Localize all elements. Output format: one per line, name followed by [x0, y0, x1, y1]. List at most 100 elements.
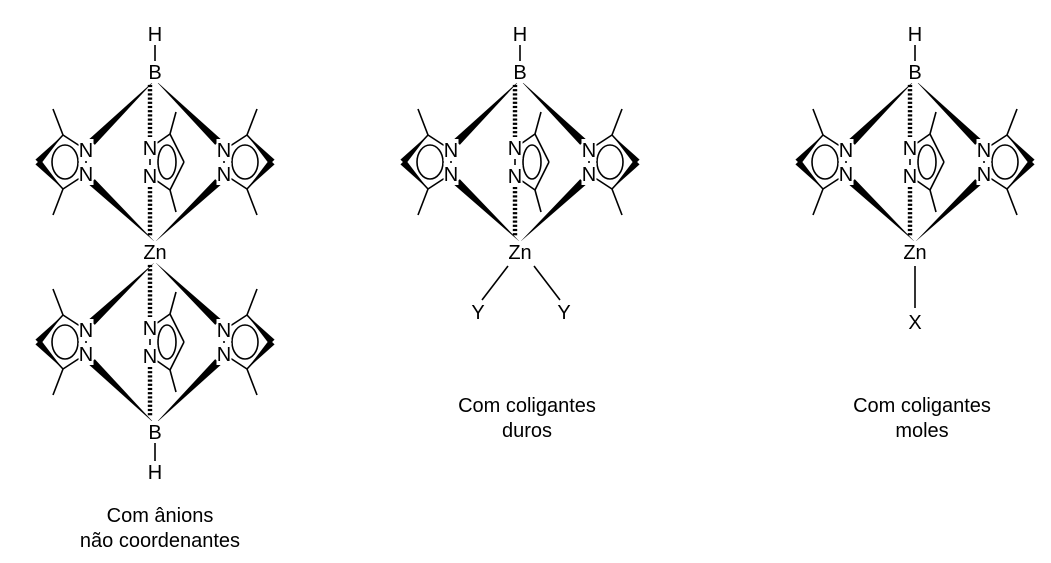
left-top-pyrazole-left-bold-edge [35, 135, 63, 165]
left-h-atom-bottom-mask [147, 461, 163, 483]
right-pyrazole-right-aromatic-circle [991, 144, 1019, 180]
middle-pyrazole-center-n-atom: N [508, 138, 522, 160]
left-h-atom-top-mask [147, 23, 163, 45]
left-b-atom-bottom: B [148, 422, 161, 444]
left-top-zn-n-wedge [155, 179, 221, 242]
left-bottom-hashed-bond [147, 366, 153, 416]
middle-pyrazole-right-methyl [611, 108, 623, 136]
right-pyrazole-right-n-atom-mask [976, 163, 992, 185]
left-top-pyrazole-center-n-atom-mask [142, 137, 158, 159]
middle-pyrazole-center-n-atom: N [508, 166, 522, 188]
right-pyrazole-right-n-atom: N [977, 140, 991, 162]
middle-pyrazole-left-methyl [417, 188, 429, 216]
middle-pyrazole-right-n-atom: N [582, 140, 596, 162]
left-bottom-pyrazole-right-methyl [246, 368, 258, 396]
middle-h-atom: H [513, 24, 527, 46]
left-bottom-pyrazole-left-n-atom: N [79, 320, 93, 342]
middle-y-atom-left: Y [471, 302, 484, 324]
left-bottom-pyrazole-center-n-atom-mask [142, 345, 158, 367]
middle-zn-atom-mask [507, 241, 533, 263]
left-top-hashed-bond [147, 186, 153, 236]
middle-pyrazole-left-aromatic-circle [416, 144, 444, 180]
middle-pyrazole-left-methyl [417, 108, 429, 136]
left-top-pyrazole-left-n-atom-mask [78, 139, 94, 161]
left-bottom-pyrazole-center-n-atom: N [143, 346, 157, 368]
right-pyrazole-left-n-atom: N [839, 140, 853, 162]
right-pyrazole-right-bold-edge [1007, 135, 1035, 165]
right-pyrazole-left-n-atom: N [839, 164, 853, 186]
right-pyrazole-right-n-atom-mask [976, 139, 992, 161]
caption-middle-line-2: duros [502, 420, 552, 442]
middle-zn-y-bond [533, 265, 561, 301]
left-b-atom-bottom-mask [147, 421, 163, 443]
right-pyrazole-left-bold-edge [795, 135, 823, 165]
label-mask-layer [78, 23, 992, 483]
left-top-pyrazole-right-bold-edge [247, 159, 275, 189]
left-bottom-pyrazole-left-methyl [52, 288, 64, 316]
middle-zn-y-bond [481, 265, 509, 301]
left-bottom-pyrazole-left-aromatic-circle [51, 324, 79, 360]
left-top-pyrazole-center-n-atom-mask [142, 165, 158, 187]
left-top-hashed-bond [147, 84, 153, 138]
left-top-pyrazole-left-methyl [52, 108, 64, 136]
right-pyrazole-left-bold-edge [795, 159, 823, 189]
left-top-b-n-wedge [89, 80, 155, 145]
left-top-b-n-wedge [155, 80, 221, 145]
right-h-atom-mask [907, 23, 923, 45]
middle-pyrazole-left-n-atom: N [444, 140, 458, 162]
middle-h-atom-mask [512, 23, 528, 45]
middle-pyrazole-center-n-atom-mask [507, 165, 523, 187]
left-zn-atom: Zn [143, 242, 166, 264]
right-pyrazole-right-n-atom: N [977, 164, 991, 186]
right-pyrazole-left-methyl [812, 108, 824, 136]
middle-pyrazole-center-n-atom-mask [507, 137, 523, 159]
left-top-pyrazole-center-n-atom: N [143, 166, 157, 188]
left-top-pyrazole-right-n-atom-mask [216, 139, 232, 161]
left-top-pyrazole-center-aromatic-circle [157, 144, 177, 180]
middle-pyrazole-center-bond [534, 161, 550, 191]
left-bottom-pyrazole-right-methyl [246, 288, 258, 316]
left-bottom-pyrazole-left-bold-edge [35, 315, 63, 345]
left-top-pyrazole-right-n-atom: N [217, 164, 231, 186]
left-top-pyrazole-right-bold-edge [247, 135, 275, 165]
right-pyrazole-left-n-atom-mask [838, 163, 854, 185]
middle-pyrazole-center-methyl [534, 111, 542, 135]
caption-middle-line-1: Com coligantes [458, 395, 596, 417]
right-pyrazole-left-methyl [812, 188, 824, 216]
middle-pyrazole-left-n-atom-mask [443, 139, 459, 161]
right-h-atom: H [908, 24, 922, 46]
middle-hashed-bond [512, 186, 518, 236]
left-bottom-hashed-bond [147, 264, 153, 318]
middle-pyrazole-left-n-atom: N [444, 164, 458, 186]
right-pyrazole-center-bond [929, 161, 945, 191]
left-top-pyrazole-right-methyl [246, 188, 258, 216]
right-b-n-wedge [849, 80, 915, 145]
middle-pyrazole-center-aromatic-circle [522, 144, 542, 180]
left-bottom-b-n-wedge [155, 359, 221, 424]
right-pyrazole-right-methyl [1006, 108, 1018, 136]
middle-zn-n-wedge [454, 179, 520, 242]
caption-left-line-1: Com ânions [107, 505, 214, 527]
right-x-atom: X [908, 312, 921, 334]
caption-layer: Com ânions não coordenantes Com coligant… [80, 395, 991, 552]
right-pyrazole-center-methyl [929, 111, 937, 135]
right-x-atom-mask [907, 311, 923, 333]
left-top-pyrazole-right-aromatic-circle [231, 144, 259, 180]
right-hashed-bond [907, 186, 913, 236]
left-bottom-pyrazole-center-bond [169, 341, 185, 371]
middle-pyrazole-left-n-atom-mask [443, 163, 459, 185]
left-bottom-pyrazole-right-bold-edge [247, 315, 275, 345]
left-top-pyrazole-left-aromatic-circle [51, 144, 79, 180]
left-bottom-pyrazole-center-methyl [169, 291, 177, 315]
left-h-atom-bottom: H [148, 462, 162, 484]
left-bottom-pyrazole-center-bond [169, 313, 185, 343]
right-pyrazole-center-n-atom: N [903, 138, 917, 160]
middle-pyrazole-center-bond [534, 133, 550, 163]
middle-pyrazole-center-methyl [534, 189, 542, 213]
left-bottom-pyrazole-right-aromatic-circle [231, 324, 259, 360]
right-pyrazole-right-bold-edge [1007, 159, 1035, 189]
right-pyrazole-left-n-atom-mask [838, 139, 854, 161]
left-top-pyrazole-center-methyl [169, 189, 177, 213]
